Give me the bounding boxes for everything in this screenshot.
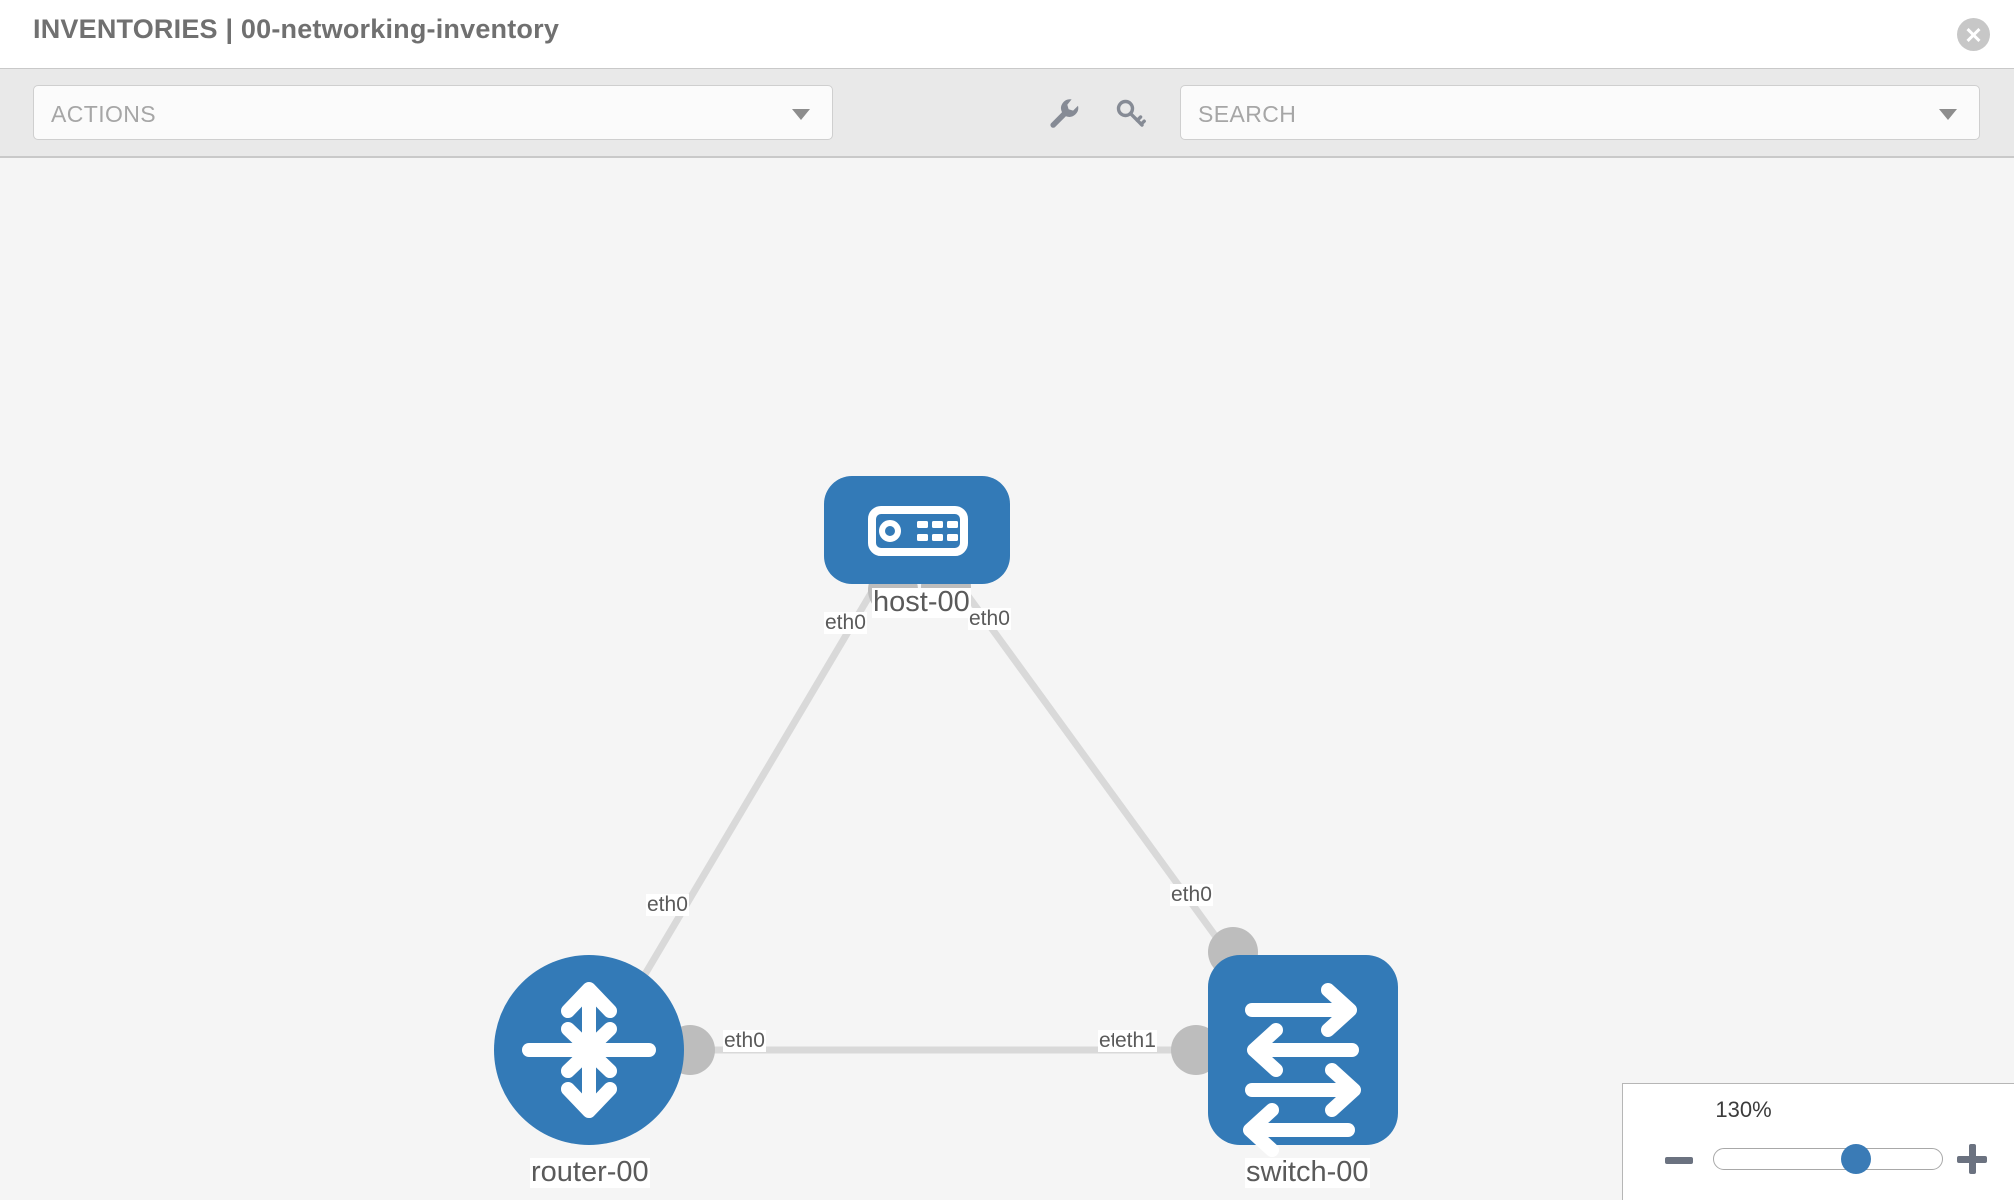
node-switch-00[interactable] (1208, 955, 1398, 1157)
node-router-00[interactable] (494, 955, 684, 1145)
topology-canvas[interactable]: host-00 router-00 switch-00 eth0 eth0 et… (0, 158, 2014, 1200)
toolbar: ACTIONS SEARCH (0, 68, 2014, 158)
interface-handle (665, 562, 1258, 1075)
key-icon[interactable] (1108, 91, 1152, 135)
interface-label-host00-eth0-left: eth0 (824, 611, 867, 635)
search-input[interactable]: SEARCH (1180, 85, 1980, 140)
edge-host00-router00 (621, 576, 884, 1010)
topology-graph (494, 476, 1398, 1157)
node-label-router-00: router-00 (530, 1156, 650, 1188)
interface-label-host00-eth0-right: eth0 (968, 607, 1011, 631)
server-device-icon (868, 506, 968, 556)
switch-arrows-icon (1243, 983, 1361, 1157)
interface-label-router00-eth0-up: eth0 (646, 893, 689, 917)
actions-dropdown-label: ACTIONS (51, 101, 157, 127)
search-placeholder: SEARCH (1198, 101, 1297, 127)
interface-label-switch00-eth1: eth1 (1114, 1029, 1157, 1053)
node-label-host-00: host-00 (872, 586, 971, 618)
node-host-00[interactable] (824, 476, 1010, 584)
zoom-out-button[interactable] (1665, 1146, 1693, 1174)
zoom-control-panel: 130% (1622, 1083, 2014, 1200)
chevron-down-icon[interactable] (1939, 108, 1957, 120)
chevron-down-icon (792, 108, 810, 120)
zoom-in-button[interactable] (1957, 1144, 1987, 1174)
node-label-switch-00: switch-00 (1245, 1156, 1370, 1188)
zoom-slider-track[interactable] (1713, 1148, 1943, 1170)
close-icon[interactable] (1957, 18, 1990, 51)
zoom-level-label: 130% (1715, 1097, 1772, 1122)
page-title: INVENTORIES | 00-networking-inventory (33, 14, 560, 44)
router-arrows-icon (522, 982, 656, 1118)
zoom-slider[interactable] (1713, 1144, 1943, 1174)
actions-dropdown[interactable]: ACTIONS (33, 85, 833, 140)
interface-label-router00-eth0: eth0 (723, 1029, 766, 1053)
interface-label-switch00-eth0-up: eth0 (1170, 883, 1213, 907)
page-header: INVENTORIES | 00-networking-inventory (0, 0, 2014, 68)
wrench-icon[interactable] (1042, 91, 1086, 135)
zoom-slider-thumb[interactable] (1840, 1144, 1871, 1174)
